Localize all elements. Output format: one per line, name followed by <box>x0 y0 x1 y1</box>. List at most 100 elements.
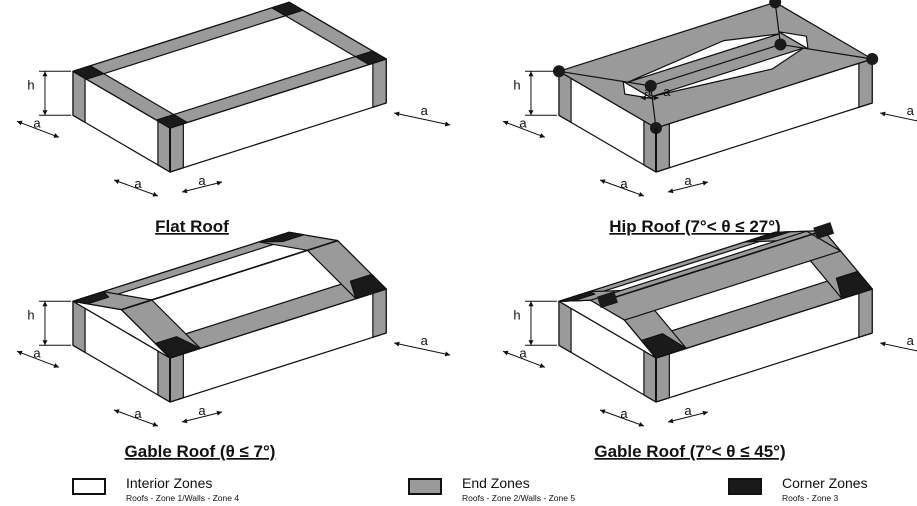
roof-corner-zone <box>640 333 687 359</box>
a-dimension-right-head-b <box>394 111 400 117</box>
roof-corner-zone <box>866 53 879 65</box>
a-dimension-left-head-a <box>53 133 59 138</box>
caption-gable-roof-steep: Gable Roof (7°< θ ≤ 45°) <box>594 442 785 461</box>
caption-gable-roof-low: Gable Roof (θ ≤ 7°) <box>125 442 276 461</box>
h-dimension-head-b <box>528 71 534 77</box>
roof-corner-zone <box>154 336 201 359</box>
a-dimension-front-right-head-a <box>216 180 222 186</box>
roof-corner-zone <box>72 65 105 80</box>
h-dimension-head-a <box>42 110 48 116</box>
a-dimension-left-head-b <box>16 350 23 356</box>
roof-corner-zone <box>258 231 305 243</box>
hip-dim-a-head-a <box>653 95 659 101</box>
h-dimension-head-b <box>42 71 48 77</box>
roof-corner-zone <box>349 273 387 300</box>
roof-corner-zone <box>271 1 304 17</box>
wall-end-zone <box>157 350 171 403</box>
a-dimension-front-head-b <box>600 179 606 185</box>
wall-end-zone <box>858 288 873 338</box>
a-dimension-front <box>113 179 159 197</box>
a-dimension-left <box>16 120 60 138</box>
roof-corner-zone <box>744 231 791 243</box>
a-dimension-front-head-b <box>114 179 120 185</box>
a-dimension-front <box>599 409 645 427</box>
a-dimension-front-right <box>181 181 223 193</box>
interior-zone-swatch <box>72 478 106 495</box>
h-label: h <box>27 77 34 92</box>
legend-end-title: End Zones <box>462 475 530 491</box>
a-label: a <box>33 345 41 360</box>
h-dimension-head-a <box>42 340 48 346</box>
a-dimension-right <box>394 112 451 126</box>
roof-interior <box>778 31 809 50</box>
a-dimension-right-head-b <box>394 341 400 347</box>
a-label: a <box>620 406 628 421</box>
a-dimension-left-head-b <box>16 120 23 126</box>
a-label: a <box>519 115 527 130</box>
a-label: a <box>907 333 915 348</box>
a-dimension-front-right-head-a <box>702 410 708 416</box>
a-dimension-left-head-a <box>53 363 59 368</box>
a-label: a <box>134 176 142 191</box>
hip-ridge-line <box>558 70 651 87</box>
legend-corner-title: Corner Zones <box>782 475 868 491</box>
a-dimension-front-head-a <box>638 191 644 197</box>
h-dimension-head-a <box>528 110 534 116</box>
hip-ridge-line <box>774 2 782 45</box>
a-dimension-front-head-a <box>152 191 158 197</box>
a-label: a <box>684 403 692 418</box>
hip-ridge-line <box>780 43 873 60</box>
a-dimension-right-head-a <box>444 121 451 127</box>
a-dimension-left <box>16 350 60 368</box>
h-label: h <box>513 307 520 322</box>
ridge-line <box>121 239 338 311</box>
corner-zone-swatch <box>728 478 762 495</box>
roof-corner-zone <box>769 0 782 9</box>
a-dimension-front-right <box>181 411 223 423</box>
wall-end-zone <box>558 70 572 123</box>
a-dimension-right-head-b <box>880 111 886 117</box>
end-zone-swatch <box>408 478 442 495</box>
a-dimension-left-head-b <box>502 120 509 126</box>
wall-end-zone <box>372 288 387 338</box>
a-dimension-front <box>599 179 645 197</box>
a-label: a <box>421 103 429 118</box>
roof-interior <box>622 80 653 100</box>
ridge-corner-zone <box>813 222 835 240</box>
a-dimension-front-head-b <box>600 409 606 415</box>
a-dimension-right <box>880 112 917 122</box>
roof-corner-zone <box>558 291 596 302</box>
legend-corner-subtitle: Roofs - Zone 3 <box>782 493 839 503</box>
caption-hip-roof: Hip Roof (7°< θ ≤ 27°) <box>609 217 780 236</box>
legend-end-subtitle: Roofs - Zone 2/Walls - Zone 5 <box>462 493 576 503</box>
ridge-line <box>607 229 824 301</box>
legend-interior-title: Interior Zones <box>126 475 213 491</box>
h-label: h <box>27 307 34 322</box>
a-dimension-right-head-a <box>444 351 451 357</box>
hip-ridge-line <box>650 85 657 129</box>
wall-end-zone <box>169 353 184 403</box>
roof-corner-zone <box>72 291 110 305</box>
h-dimension-head-a <box>528 340 534 346</box>
ridge-corner-zone <box>597 291 618 309</box>
roof-corner-zone <box>552 65 565 78</box>
a-dimension-left <box>502 120 546 138</box>
roof-interior <box>651 47 804 97</box>
a-dimension-left-head-b <box>502 350 509 356</box>
hip-dim-label-a2: a <box>663 84 671 99</box>
roof-corner-zone <box>774 38 787 51</box>
caption-flat-roof: Flat Roof <box>155 217 229 236</box>
a-dimension-right <box>880 342 917 352</box>
a-dimension-front-right-head-b <box>668 418 674 424</box>
h-dimension-head-b <box>528 301 534 307</box>
a-dimension-front-head-a <box>152 421 158 427</box>
a-dimension-left-head-a <box>539 133 545 138</box>
a-dimension-right <box>394 342 451 356</box>
ridge-end-zone <box>589 230 842 321</box>
a-label: a <box>134 406 142 421</box>
a-label: a <box>198 403 206 418</box>
roof-interior <box>627 33 780 83</box>
